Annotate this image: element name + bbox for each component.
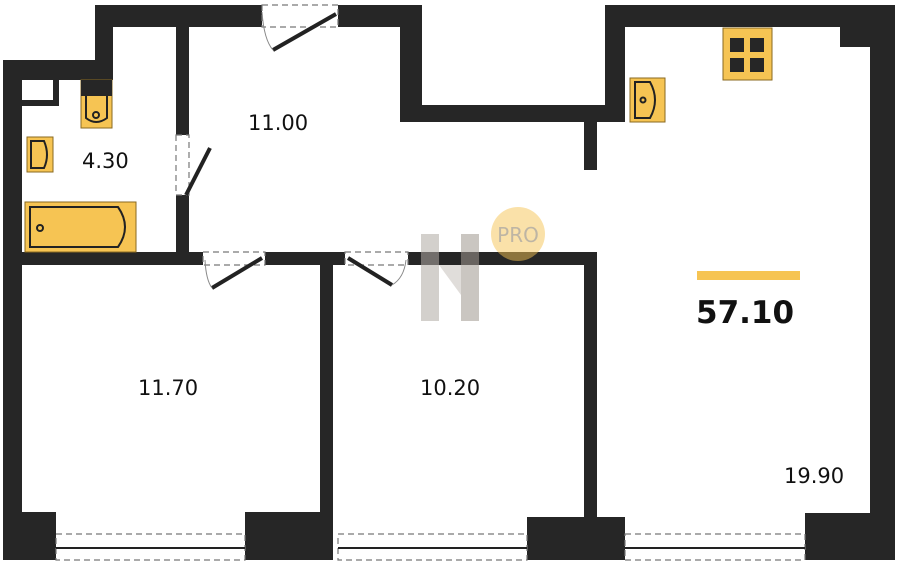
windows: [55, 533, 806, 561]
stove-icon: [722, 27, 773, 81]
fixtures: [24, 27, 773, 253]
total-area-accent-bar: [697, 271, 800, 280]
room-area-hallway: 11.00: [248, 111, 308, 135]
total-area: 57.10: [696, 295, 794, 331]
walls: [3, 5, 895, 560]
room-area-bathroom: 4.30: [82, 149, 129, 173]
room-area-bedroom-1: 11.70: [138, 376, 198, 400]
pro-badge-text: PRO: [497, 223, 539, 247]
doors: [175, 4, 409, 290]
pro-badge: [491, 207, 545, 261]
watermark: PRO: [421, 207, 545, 321]
room-area-kitchen-living: 19.90: [784, 464, 844, 488]
room-area-bedroom-2: 10.20: [420, 376, 480, 400]
